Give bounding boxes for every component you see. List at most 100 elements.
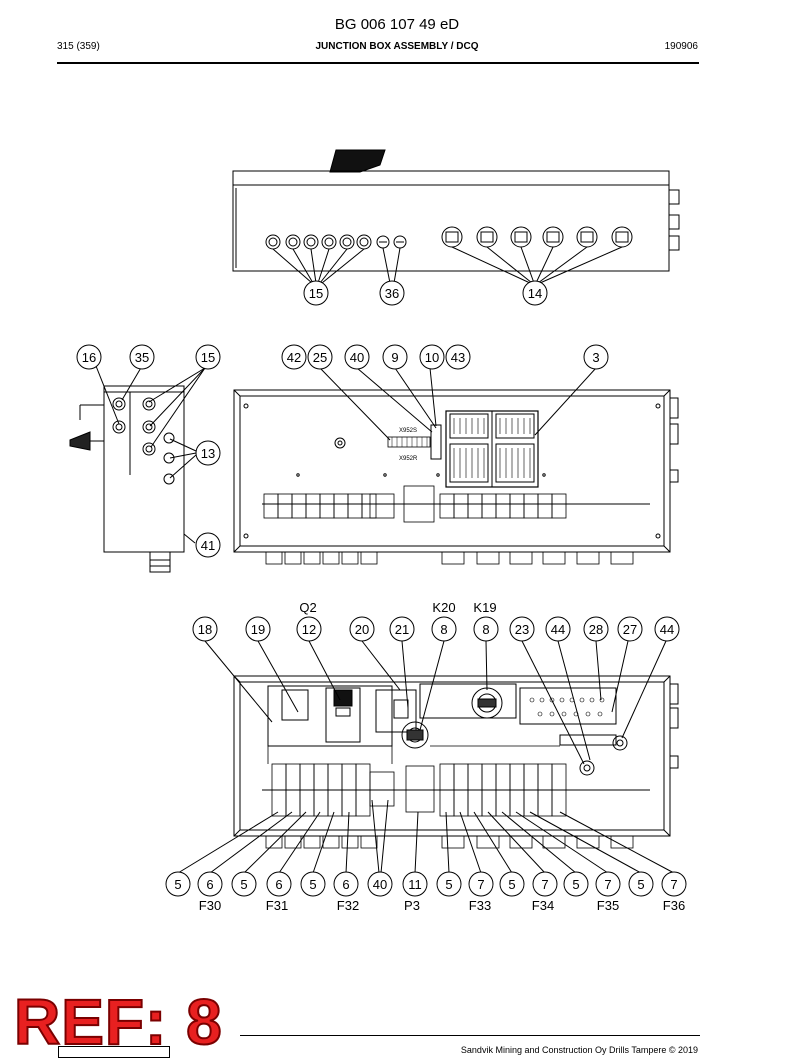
bottom-open-view <box>177 640 679 874</box>
svg-text:8: 8 <box>440 622 447 637</box>
svg-text:6: 6 <box>275 877 282 892</box>
svg-text:8: 8 <box>482 622 489 637</box>
svg-text:3: 3 <box>592 350 599 365</box>
svg-text:K19: K19 <box>473 600 496 615</box>
callout: 5 <box>628 871 654 897</box>
callout: 36 <box>379 280 405 306</box>
svg-text:35: 35 <box>135 350 149 365</box>
callout: 20 <box>349 616 375 642</box>
svg-text:6: 6 <box>206 877 213 892</box>
svg-text:5: 5 <box>174 877 181 892</box>
svg-text:P3: P3 <box>404 898 420 913</box>
svg-text:44: 44 <box>660 622 674 637</box>
footer-rule <box>240 1035 700 1036</box>
connector-label-x952s: X952S <box>399 428 417 434</box>
callout: 44 <box>545 616 571 642</box>
callout: 10 <box>419 344 445 370</box>
callout: 23 <box>509 616 535 642</box>
page-number: 315 (359) <box>57 41 100 52</box>
callout: 18 <box>192 616 218 642</box>
svg-text:7: 7 <box>604 877 611 892</box>
svg-text:F32: F32 <box>337 898 359 913</box>
callout: 27 <box>617 616 643 642</box>
svg-text:40: 40 <box>373 877 387 892</box>
callout: 35 <box>129 344 155 370</box>
svg-text:18: 18 <box>198 622 212 637</box>
callout: 5 <box>436 871 462 897</box>
svg-text:5: 5 <box>445 877 452 892</box>
top-view-enclosure <box>232 149 680 284</box>
callout: 5 <box>300 871 326 897</box>
callout: 5 <box>499 871 525 897</box>
svg-text:5: 5 <box>637 877 644 892</box>
header-rule <box>57 62 699 64</box>
callout: 5 <box>563 871 589 897</box>
svg-text:F36: F36 <box>663 898 685 913</box>
svg-text:7: 7 <box>541 877 548 892</box>
svg-text:43: 43 <box>451 350 465 365</box>
svg-text:F30: F30 <box>199 898 221 913</box>
svg-text:F31: F31 <box>266 898 288 913</box>
svg-text:16: 16 <box>82 350 96 365</box>
svg-text:23: 23 <box>515 622 529 637</box>
callout: 40 <box>367 871 393 897</box>
svg-text:5: 5 <box>309 877 316 892</box>
callout: 25 <box>307 344 333 370</box>
svg-text:15: 15 <box>201 350 215 365</box>
svg-text:7: 7 <box>670 877 677 892</box>
svg-text:28: 28 <box>589 622 603 637</box>
svg-text:19: 19 <box>251 622 265 637</box>
svg-text:27: 27 <box>623 622 637 637</box>
svg-text:25: 25 <box>313 350 327 365</box>
svg-text:44: 44 <box>551 622 565 637</box>
logo-box <box>58 1046 170 1058</box>
svg-text:40: 40 <box>350 350 364 365</box>
callout: 5 <box>231 871 257 897</box>
svg-text:14: 14 <box>528 286 542 301</box>
svg-text:36: 36 <box>385 286 399 301</box>
svg-text:13: 13 <box>201 446 215 461</box>
callout: 5 <box>165 871 191 897</box>
callout: 40 <box>344 344 370 370</box>
callout: 41 <box>195 532 221 558</box>
svg-text:F35: F35 <box>597 898 619 913</box>
middle-front-view <box>95 365 679 565</box>
svg-text:11: 11 <box>408 877 422 892</box>
svg-text:15: 15 <box>309 286 323 301</box>
svg-text:12: 12 <box>302 622 316 637</box>
callout: 16 <box>76 344 102 370</box>
middle-side-view <box>69 385 185 573</box>
document-title: BG 006 107 49 eD <box>334 16 460 33</box>
svg-text:K20: K20 <box>432 600 455 615</box>
callout: 21 <box>389 616 415 642</box>
date-code: 190906 <box>664 41 698 52</box>
svg-text:9: 9 <box>391 350 398 365</box>
svg-text:Q2: Q2 <box>299 600 316 615</box>
svg-text:10: 10 <box>425 350 439 365</box>
svg-text:F33: F33 <box>469 898 491 913</box>
callout: 15 <box>195 344 221 370</box>
svg-text:7: 7 <box>477 877 484 892</box>
svg-text:6: 6 <box>342 877 349 892</box>
callout: 43 <box>445 344 471 370</box>
callout: 19 <box>245 616 271 642</box>
callout: 42 <box>281 344 307 370</box>
section-title: JUNCTION BOX ASSEMBLY / DCQ <box>315 41 479 52</box>
svg-text:20: 20 <box>355 622 369 637</box>
callout: 44 <box>654 616 680 642</box>
callout: 3 <box>583 344 609 370</box>
svg-text:5: 5 <box>508 877 515 892</box>
footer-copyright: Sandvik Mining and Construction Oy Drill… <box>460 1045 698 1055</box>
svg-text:42: 42 <box>287 350 301 365</box>
